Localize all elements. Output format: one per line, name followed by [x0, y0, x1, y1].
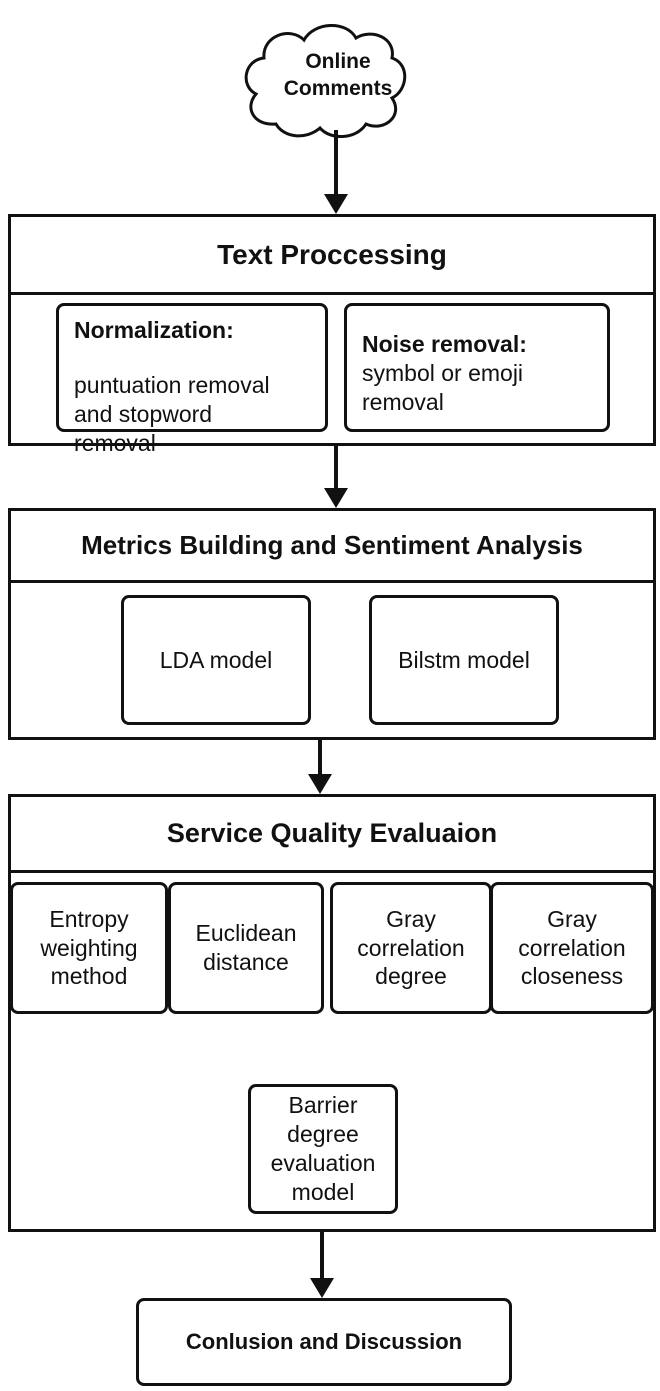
normalization-line1: puntuation removal — [74, 371, 270, 398]
noise-removal-line2: removal — [362, 388, 444, 415]
arrowhead-1 — [324, 194, 348, 214]
noise-removal-box — [344, 303, 610, 432]
arrowhead-2 — [324, 488, 348, 508]
normalization-heading: Normalization: — [74, 317, 234, 343]
barrier-degree-box: Barrier degree evaluation model — [248, 1084, 398, 1214]
text-processing-title: Text Proccessing — [11, 217, 653, 295]
conclusion-box: Conlusion and Discussion — [136, 1298, 512, 1386]
normalization-line3: removal — [74, 429, 156, 456]
normalization-text: Normalization: puntuation removal and st… — [74, 316, 374, 458]
noise-removal-text: Noise removal: symbol or emoji removal — [362, 330, 602, 417]
arrowhead-5 — [310, 1278, 334, 1298]
gray-correlation-closeness-box: Gray correlation closeness — [490, 882, 654, 1014]
metrics-title: Metrics Building and Sentiment Analysis — [11, 511, 653, 583]
normalization-line2: and stopword — [74, 400, 213, 427]
euclidean-distance-box: Euclidean distance — [168, 882, 324, 1014]
lda-model-box: LDA model — [121, 595, 311, 725]
service-quality-title: Service Quality Evaluaion — [11, 797, 653, 873]
normalization-box — [56, 303, 328, 432]
cloud-shape — [244, 24, 407, 138]
online-comments-label: Online Comments — [283, 50, 393, 101]
bilstm-model-box: Bilstm model — [369, 595, 559, 725]
noise-removal-line1: symbol or emoji — [362, 359, 524, 386]
entropy-weighting-box: Entropy weighting method — [10, 882, 168, 1014]
arrowhead-3 — [308, 774, 332, 794]
gray-correlation-degree-box: Gray correlation degree — [330, 882, 492, 1014]
noise-removal-heading: Noise removal: — [362, 331, 527, 357]
